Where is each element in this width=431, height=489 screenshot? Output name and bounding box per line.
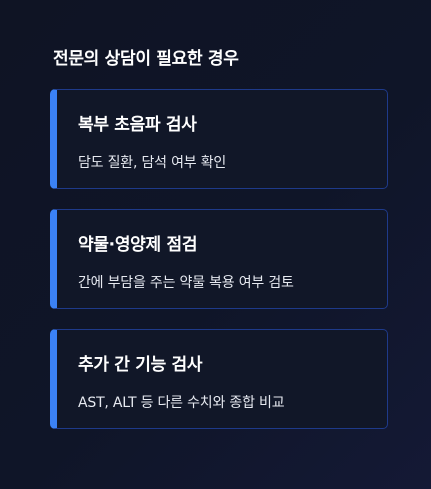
card-description: 담도 질환, 담석 여부 확인 <box>78 155 227 171</box>
card-medication-check: 약물·영양제 점검 간에 부담을 주는 약물 복용 여부 검토 <box>50 209 388 309</box>
card-additional-liver-test: 추가 간 기능 검사 AST, ALT 등 다른 수치와 종합 비교 <box>50 329 388 429</box>
card-description: AST, ALT 등 다른 수치와 종합 비교 <box>78 395 285 411</box>
section-title: 전문의 상담이 필요한 경우 <box>53 49 239 69</box>
card-title: 복부 초음파 검사 <box>78 115 197 135</box>
card-title: 약물·영양제 점검 <box>78 235 198 255</box>
card-abdominal-ultrasound: 복부 초음파 검사 담도 질환, 담석 여부 확인 <box>50 89 388 189</box>
card-title: 추가 간 기능 검사 <box>78 355 203 375</box>
card-description: 간에 부담을 주는 약물 복용 여부 검토 <box>78 275 294 291</box>
